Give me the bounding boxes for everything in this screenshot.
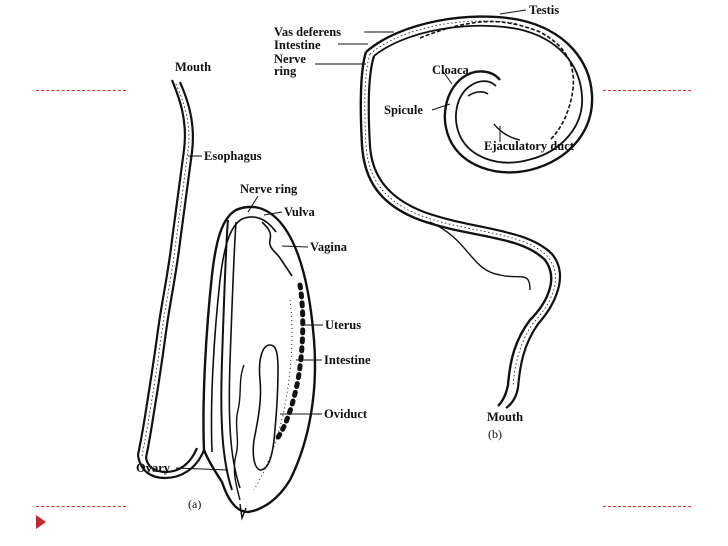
label-female-nerve-ring: Nerve ring: [240, 182, 298, 196]
label-female-ovary: Ovary: [136, 461, 171, 475]
male-leader-lines: [315, 9, 527, 142]
female-oviduct: [252, 344, 279, 471]
male-testis: [419, 20, 575, 141]
female-worm-drawing: [136, 79, 317, 521]
top-left-dashed-rule: [36, 90, 126, 91]
label-male-mouth: Mouth: [487, 410, 523, 424]
female-leader-lines: [175, 155, 323, 471]
label-male-ejaculatory-duct: Ejaculatory duct: [484, 139, 575, 153]
label-female-esophagus: Esophagus: [204, 149, 262, 163]
label-male-spicule: Spicule: [384, 103, 423, 117]
label-female-uterus: Uterus: [325, 318, 361, 332]
label-female-intestine: Intestine: [324, 353, 371, 367]
male-anterior-body: [359, 51, 553, 407]
female-main-body: [202, 205, 317, 514]
female-vagina: [261, 221, 293, 277]
female-ovary: [233, 364, 245, 501]
male-coiled-tail: [365, 15, 594, 174]
label-male-nerve: Nerve: [274, 52, 306, 66]
label-female-oviduct: Oviduct: [324, 407, 368, 421]
label-male-cloaca: Cloaca: [432, 63, 470, 77]
label-panel-b: (b): [488, 427, 502, 441]
male-ejaculatory-duct: [493, 123, 521, 141]
male-spicule: [467, 91, 489, 97]
label-female-vagina: Vagina: [310, 240, 348, 254]
label-panel-a: (a): [188, 497, 201, 511]
top-right-dashed-rule: [603, 90, 691, 91]
label-male-ring: ring: [274, 64, 297, 78]
male-worm-drawing: [359, 15, 594, 409]
label-female-mouth: Mouth: [175, 60, 211, 74]
bottom-right-dashed-rule: [603, 506, 691, 507]
label-male-intestine: Intestine: [274, 38, 321, 52]
label-female-vulva: Vulva: [284, 205, 316, 219]
female-anterior-body: [136, 79, 186, 456]
female-uterus: [273, 282, 306, 443]
label-male-vas-deferens: Vas deferens: [274, 25, 341, 39]
label-male-testis: Testis: [529, 3, 559, 17]
bottom-left-dashed-rule: [36, 506, 126, 507]
triangle-bullet-icon: [36, 515, 46, 529]
